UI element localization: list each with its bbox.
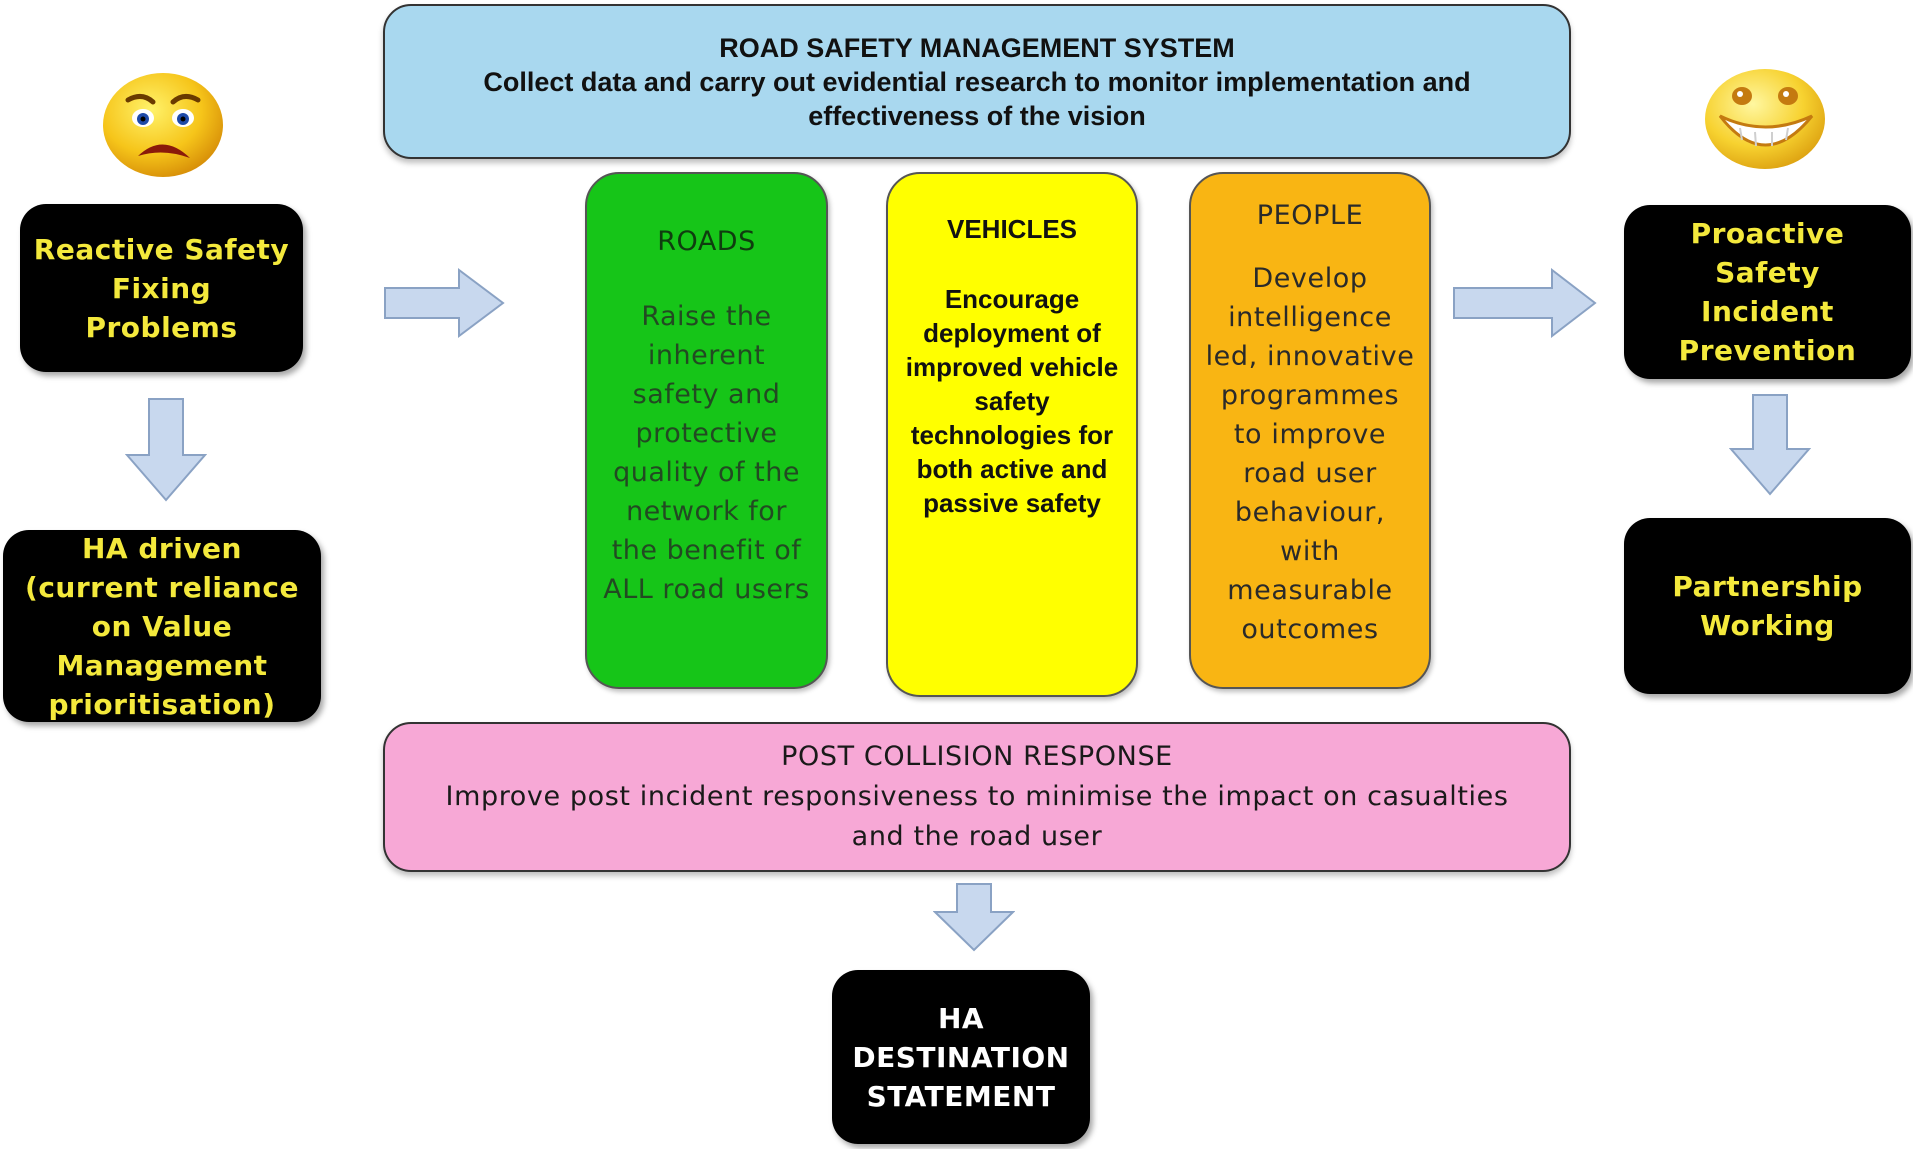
roads-title: ROADS bbox=[657, 226, 756, 257]
roads-pillar: ROADS Raise the inherent safety and prot… bbox=[585, 172, 828, 689]
partnership-working-box: Partnership Working bbox=[1624, 518, 1911, 694]
destination-line: STATEMENT bbox=[866, 1079, 1056, 1113]
banner-description: Improve post incident responsiveness to … bbox=[445, 781, 1509, 852]
roads-body: Raise the inherent safety and protective… bbox=[603, 301, 810, 605]
proactive-safety-box: Proactive Safety Incident Prevention bbox=[1624, 205, 1911, 379]
proactive-line: Incident bbox=[1701, 295, 1834, 328]
road-safety-management-banner: ROAD SAFETY MANAGEMENT SYSTEM Collect da… bbox=[383, 4, 1571, 159]
ha-driven-box: HA driven (current reliance on Value Man… bbox=[3, 530, 321, 722]
proactive-line: Safety bbox=[1715, 256, 1820, 289]
proactive-line: Proactive bbox=[1690, 217, 1845, 250]
banner-title: ROAD SAFETY MANAGEMENT SYSTEM bbox=[719, 32, 1235, 63]
down-arrow-icon bbox=[1729, 394, 1811, 496]
reactive-line: Problems bbox=[85, 310, 238, 344]
ha-driven-line: on Value bbox=[91, 609, 233, 643]
post-collision-response-banner: POST COLLISION RESPONSE Improve post inc… bbox=[383, 722, 1571, 872]
partnership-line: Working bbox=[1700, 609, 1835, 642]
happy-face-icon bbox=[1705, 69, 1825, 169]
banner-description: Collect data and carry out evidential re… bbox=[483, 66, 1471, 131]
destination-line: HA bbox=[937, 1001, 985, 1035]
down-arrow-icon bbox=[125, 398, 207, 502]
ha-destination-statement-box: HA DESTINATION STATEMENT bbox=[832, 970, 1090, 1144]
ha-driven-line: prioritisation) bbox=[48, 687, 276, 721]
reactive-line: Reactive Safety bbox=[33, 232, 290, 266]
vehicles-body: Encourage deployment of improved vehicle… bbox=[905, 284, 1119, 518]
partnership-line: Partnership bbox=[1672, 570, 1863, 603]
reactive-line: Fixing bbox=[111, 271, 212, 305]
people-body: Develop intelligence led, innovative pro… bbox=[1205, 263, 1415, 645]
right-arrow-icon bbox=[384, 268, 505, 338]
ha-driven-line: HA driven bbox=[82, 531, 242, 565]
sad-face-icon bbox=[103, 73, 223, 177]
down-arrow-icon bbox=[933, 883, 1015, 952]
vehicles-pillar: VEHICLES Encourage deployment of improve… bbox=[886, 172, 1138, 697]
ha-driven-line: Management bbox=[56, 648, 268, 682]
right-arrow-icon bbox=[1453, 268, 1597, 338]
destination-line: DESTINATION bbox=[852, 1040, 1070, 1074]
vehicles-title: VEHICLES bbox=[946, 214, 1078, 244]
banner-title: POST COLLISION RESPONSE bbox=[781, 741, 1173, 772]
people-title: PEOPLE bbox=[1256, 200, 1364, 231]
ha-driven-line: (current reliance bbox=[25, 570, 299, 604]
reactive-safety-box: Reactive Safety Fixing Problems bbox=[20, 204, 303, 372]
proactive-line: Prevention bbox=[1678, 334, 1857, 367]
people-pillar: PEOPLE Develop intelligence led, innovat… bbox=[1189, 172, 1431, 689]
